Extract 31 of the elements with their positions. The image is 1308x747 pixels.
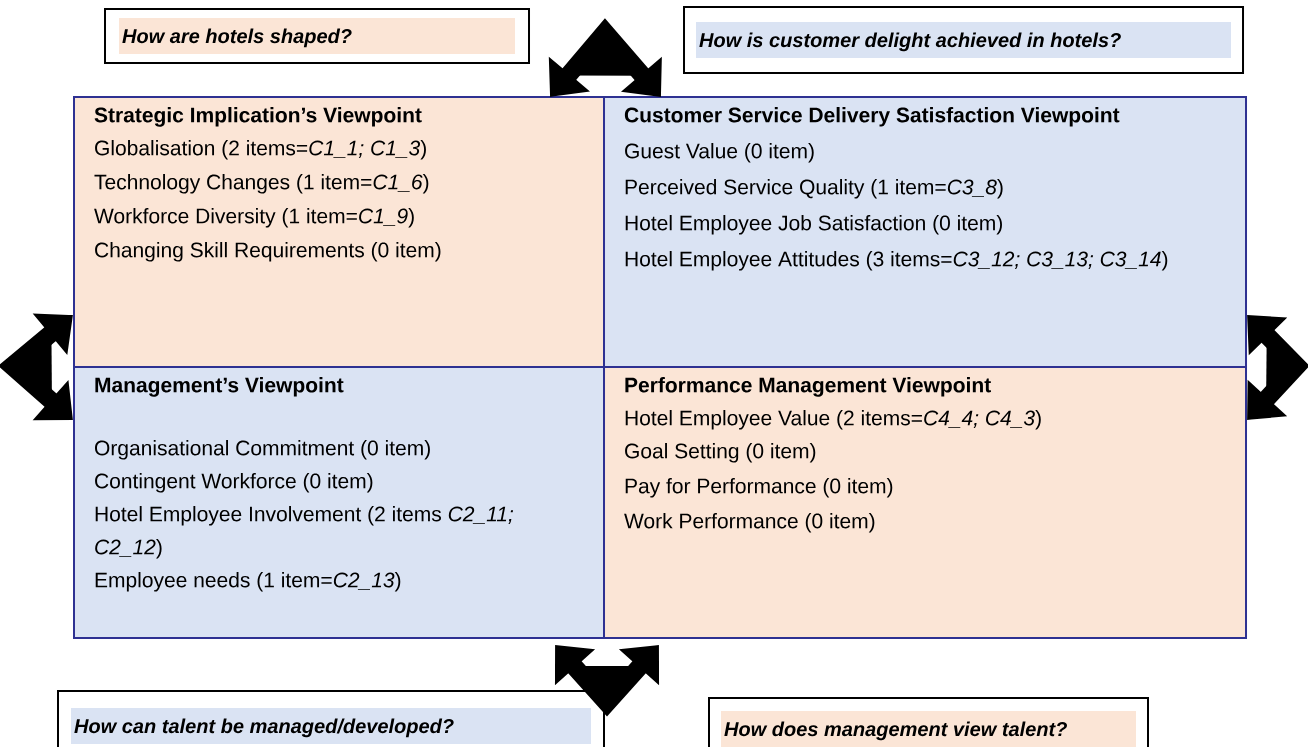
question-box: How are hotels shaped? (104, 8, 530, 64)
double-arrow (0, 313, 73, 421)
quadrant-heading: Strategic Implication’s Viewpoint (94, 107, 422, 127)
item-text: Contingent Workforce (0 item) (95, 473, 373, 493)
quadrant-heading: Management’s Viewpoint (95, 377, 344, 397)
double-arrow (1247, 315, 1308, 420)
question-box: How does management view talent? (708, 697, 1149, 747)
item-text: Perceived Service Quality (1 item=C3_8) (625, 179, 1003, 199)
item-text: Workforce Diversity (1 item=C1_9) (94, 208, 414, 228)
item-text: Changing Skill Requirements (0 item) (95, 242, 441, 262)
item-text: Hotel Employee Attitudes (3 items=C3_12; C3_13; C3_14) (625, 251, 1168, 271)
item-text: Hotel Employee Involvement (2 items C2_11; C2_12) (95, 506, 514, 559)
item-text: Hotel Employee Job Satisfaction (0 item) (625, 215, 1002, 235)
item-text: Pay for Performance (0 item) (625, 478, 893, 498)
quadrant-heading: Customer Service Delivery Satisfaction Viewpoint (624, 107, 1120, 127)
item-text: Guest Value (0 item) (625, 143, 814, 163)
item-text: Work Performance (0 item) (624, 513, 875, 533)
question-box: How is customer delight achieved in hotels? (683, 6, 1244, 74)
item-text: Goal Setting (0 item) (625, 443, 816, 463)
quadrant-box (73, 366, 605, 639)
quadrant-heading: Performance Management Viewpoint (625, 377, 991, 397)
question-box: How can talent be managed/developed? (57, 690, 605, 747)
quadrant-box (73, 96, 605, 368)
double-arrow (554, 645, 660, 717)
item-text: Organisational Commitment (0 item) (95, 440, 430, 460)
item-text: Globalisation (2 items=C1_1; C1_3) (95, 140, 426, 160)
item-text: Technology Changes (1 item=C1_6) (94, 174, 429, 194)
item-text: Employee needs (1 item=C2_13) (95, 572, 401, 592)
quadrant-box (603, 96, 1247, 368)
quadrant-box (603, 366, 1247, 639)
item-text: Hotel Employee Value (2 items=C4_4; C4_3) (625, 410, 1041, 430)
